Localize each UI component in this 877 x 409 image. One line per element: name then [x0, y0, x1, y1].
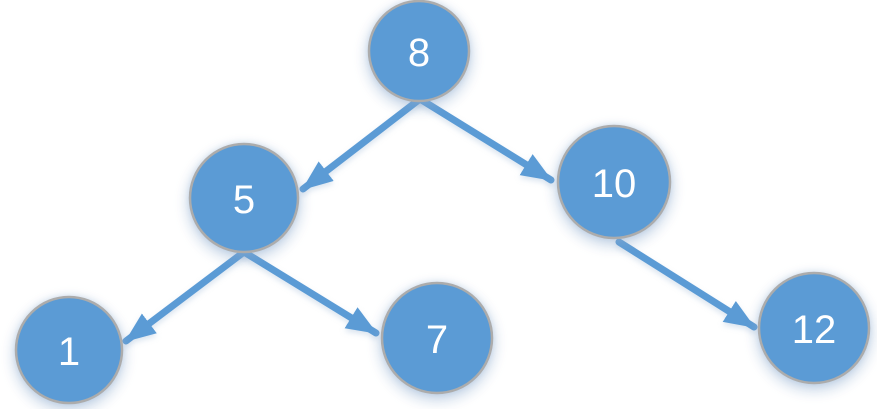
tree-node-5: 5: [188, 142, 300, 254]
node-circle-8: [367, 0, 471, 103]
node-circle-10: [556, 124, 672, 240]
edge-5-to-1: [122, 248, 248, 345]
node-circle-1: [14, 295, 124, 405]
node-label-5: 5: [233, 178, 255, 222]
node-label-10: 10: [592, 162, 637, 206]
node-label-8: 8: [408, 31, 430, 75]
node-label-1: 1: [58, 330, 80, 374]
tree-node-7: 7: [380, 281, 494, 395]
tree-node-10: 10: [556, 124, 672, 240]
node-circle-12: [757, 271, 871, 385]
tree-node-12: 12: [757, 271, 871, 385]
edge-8-to-5: [299, 95, 424, 193]
tree-node-1: 1: [14, 295, 124, 405]
edge-8-to-10: [416, 95, 555, 184]
edge-10-to-12: [615, 238, 758, 331]
tree-node-8: 8: [367, 0, 471, 103]
node-label-12: 12: [792, 308, 837, 352]
node-circle-7: [380, 281, 494, 395]
node-label-7: 7: [426, 318, 448, 362]
edge-5-to-7: [240, 248, 380, 337]
node-circle-5: [188, 142, 300, 254]
edges-group: [122, 95, 758, 345]
